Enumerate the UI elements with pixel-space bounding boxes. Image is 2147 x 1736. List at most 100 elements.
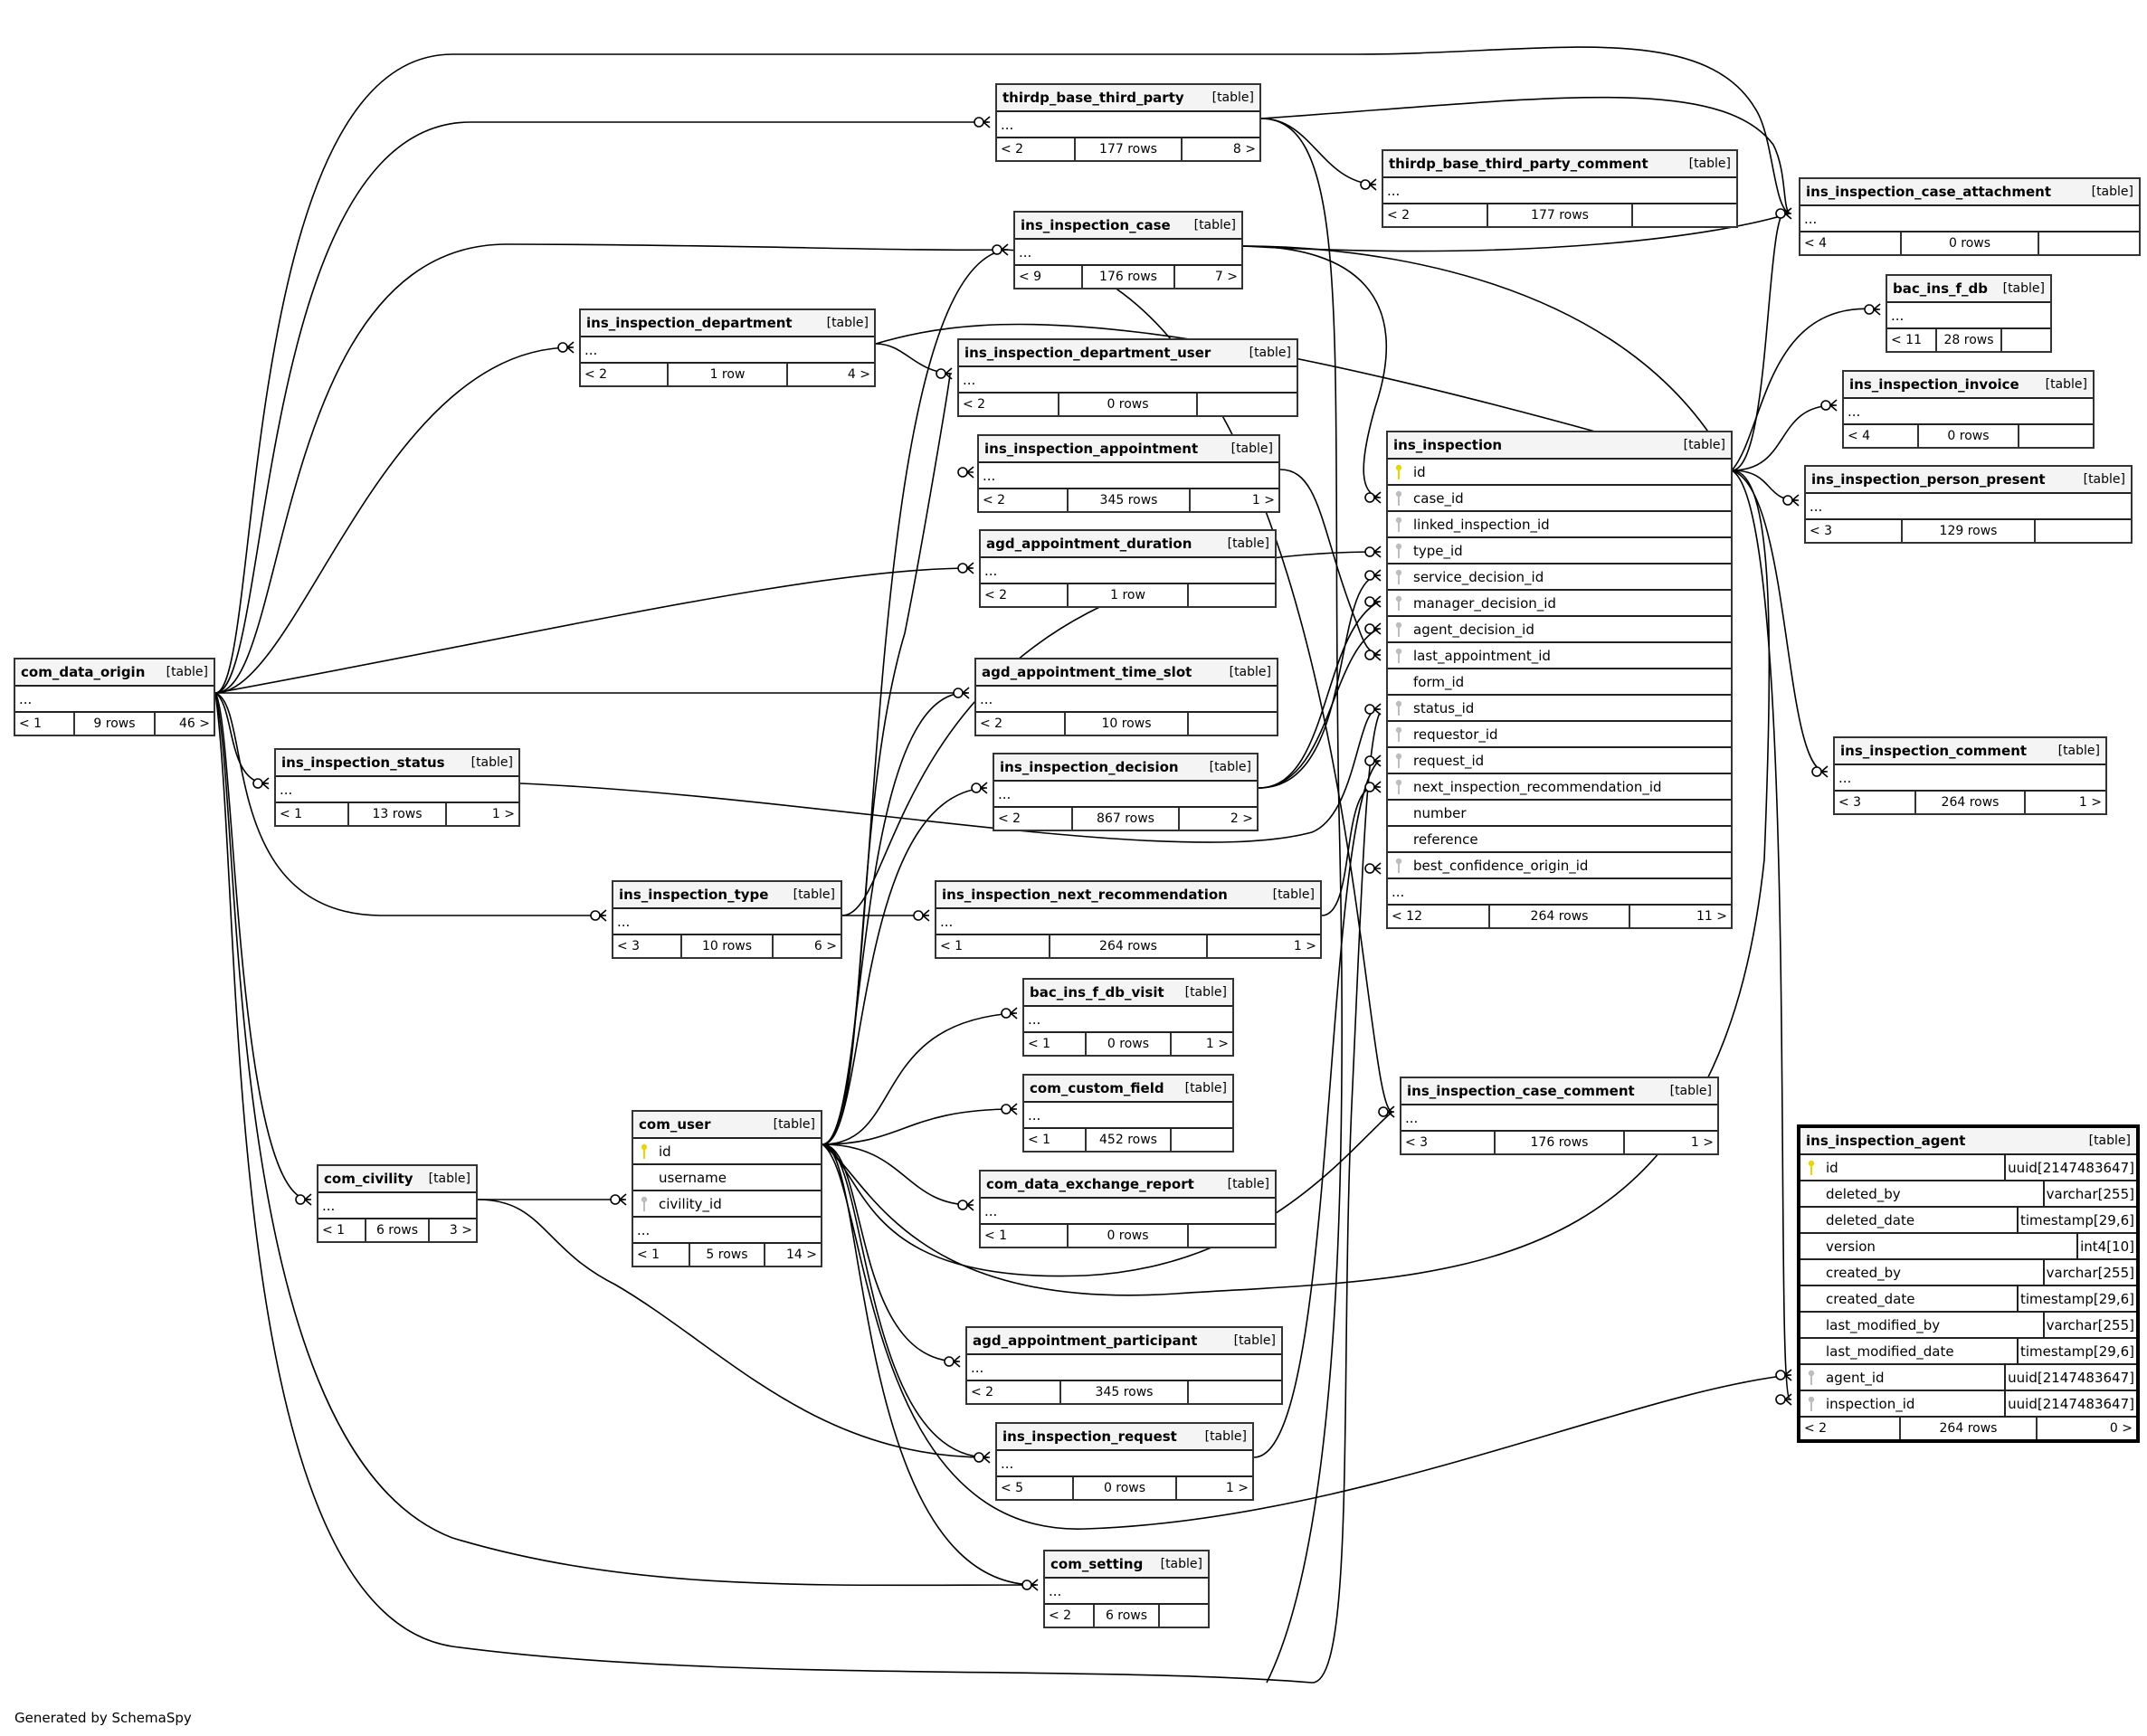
more-columns-row[interactable]: ... — [1844, 399, 2093, 425]
column-row[interactable]: last_appointment_id — [1388, 643, 1731, 669]
children-link[interactable]: 1 > — [1293, 939, 1316, 953]
table-ins-inspection-case-comment[interactable]: ins_inspection_case_comment[table]...< 3… — [1400, 1077, 1719, 1155]
table-name[interactable]: com_setting — [1050, 1556, 1144, 1572]
more-columns-row[interactable]: ... — [1835, 765, 2105, 792]
table-name[interactable]: thirdp_base_third_party — [1002, 90, 1184, 106]
parents-link[interactable]: < 1 — [15, 713, 76, 735]
more-columns-row[interactable]: ... — [967, 1355, 1281, 1381]
parents-link[interactable]: < 2 — [997, 138, 1077, 160]
column-row[interactable]: best_confidence_origin_id — [1388, 853, 1731, 879]
parents-link[interactable]: < 4 — [1800, 232, 1902, 254]
column-row[interactable]: reference — [1388, 827, 1731, 853]
parents-link[interactable]: < 3 — [1835, 792, 1916, 813]
table-name[interactable]: ins_inspection_department_user — [964, 345, 1211, 361]
table-ins-inspection-case-attachment[interactable]: ins_inspection_case_attachment[table]...… — [1799, 177, 2141, 256]
more-columns-row[interactable]: ... — [997, 112, 1259, 138]
children-link[interactable]: 3 > — [449, 1223, 472, 1238]
more-columns-row[interactable]: ... — [997, 1451, 1252, 1477]
children-link[interactable] — [2002, 329, 2050, 351]
parents-link[interactable]: < 1 — [633, 1244, 690, 1266]
children-link[interactable]: 6 > — [813, 939, 838, 953]
parents-link[interactable]: < 11 — [1887, 329, 1937, 351]
parents-link[interactable]: < 5 — [997, 1477, 1074, 1499]
parents-link[interactable]: < 1 — [276, 803, 349, 825]
parents-link[interactable]: < 2 — [976, 713, 1067, 735]
parents-link[interactable]: < 2 — [967, 1381, 1061, 1403]
table-name[interactable]: agd_appointment_participant — [973, 1333, 1198, 1349]
more-columns-row[interactable]: ... — [994, 782, 1257, 808]
more-columns-row[interactable]: ... — [1045, 1579, 1208, 1605]
more-columns-row[interactable]: ... — [15, 687, 214, 713]
table-ins-inspection-person-present[interactable]: ins_inspection_person_present[table]...<… — [1804, 465, 2133, 544]
more-columns-row[interactable]: ... — [633, 1218, 821, 1244]
parents-link[interactable]: < 2 — [1800, 1418, 1901, 1439]
children-link[interactable]: 1 > — [1225, 1481, 1249, 1495]
children-link[interactable] — [1189, 584, 1275, 606]
table-name[interactable]: ins_inspection_case_attachment — [1806, 184, 2052, 200]
table-ins-inspection-department-user[interactable]: ins_inspection_department_user[table]...… — [957, 338, 1298, 417]
table-name[interactable]: bac_ins_f_db_visit — [1030, 984, 1164, 1001]
parents-link[interactable]: < 3 — [1806, 520, 1904, 542]
column-row[interactable]: request_id — [1388, 748, 1731, 774]
more-columns-row[interactable]: ... — [981, 558, 1275, 584]
column-row[interactable]: type_id — [1388, 538, 1731, 564]
parents-link[interactable]: < 12 — [1388, 906, 1491, 927]
parents-link[interactable]: < 4 — [1844, 425, 1919, 447]
table-ins-inspection-next-recommendation[interactable]: ins_inspection_next_recommendation[table… — [935, 880, 1322, 959]
table-name[interactable]: ins_inspection_agent — [1806, 1133, 1966, 1149]
table-name[interactable]: ins_inspection_next_recommendation — [942, 887, 1228, 903]
table-name[interactable]: com_data_exchange_report — [986, 1176, 1194, 1192]
more-columns-row[interactable]: ... — [1401, 1105, 1717, 1132]
parents-link[interactable]: < 3 — [1401, 1132, 1496, 1153]
table-name[interactable]: ins_inspection_request — [1002, 1428, 1177, 1445]
more-columns-row[interactable]: ... — [613, 909, 841, 935]
more-columns-row[interactable]: ... — [1024, 1007, 1232, 1033]
column-row[interactable]: agent_decision_id — [1388, 617, 1731, 643]
more-columns-row[interactable]: ... — [1887, 303, 2050, 329]
parents-link[interactable]: < 1 — [1024, 1129, 1088, 1151]
parents-link[interactable]: < 1 — [936, 935, 1051, 957]
more-columns-row[interactable]: ... — [979, 463, 1278, 489]
parents-link[interactable]: < 2 — [981, 584, 1069, 606]
children-link[interactable]: 4 > — [847, 367, 870, 382]
more-columns-row[interactable]: ... — [1015, 240, 1241, 266]
more-columns-row[interactable]: ... — [959, 367, 1297, 394]
column-row[interactable]: next_inspection_recommendation_id — [1388, 774, 1731, 801]
children-link[interactable]: 46 > — [178, 716, 210, 731]
more-columns-row[interactable]: ... — [981, 1199, 1275, 1225]
table-name[interactable]: thirdp_base_third_party_comment — [1389, 156, 1648, 172]
children-link[interactable] — [1198, 394, 1297, 415]
table-name[interactable]: ins_inspection_comment — [1840, 743, 2028, 759]
children-link[interactable]: 7 > — [1214, 270, 1238, 284]
column-row[interactable]: civility_id — [633, 1191, 821, 1218]
more-columns-row[interactable]: ... — [1388, 879, 1731, 906]
children-link[interactable]: 11 > — [1696, 909, 1727, 924]
table-agd-appointment-participant[interactable]: agd_appointment_participant[table]...< 2… — [965, 1326, 1283, 1405]
table-name[interactable]: ins_inspection_person_present — [1811, 471, 2046, 488]
table-name[interactable]: ins_inspection_type — [619, 887, 769, 903]
parents-link[interactable]: < 1 — [318, 1219, 366, 1241]
table-name[interactable]: ins_inspection_status — [281, 754, 445, 771]
children-link[interactable]: 1 > — [1205, 1037, 1229, 1051]
more-columns-row[interactable]: ... — [936, 909, 1320, 935]
table-name[interactable]: ins_inspection_appointment — [984, 441, 1199, 457]
parents-link[interactable]: < 2 — [994, 808, 1074, 830]
